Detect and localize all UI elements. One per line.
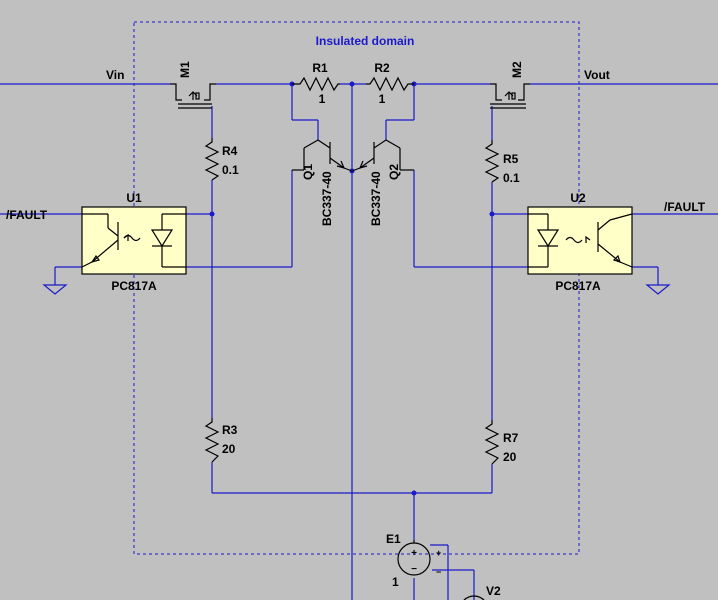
voltage-source-e1: + − + − E1 1 xyxy=(386,532,441,589)
v2-ref: V2 xyxy=(486,584,501,598)
r2-value: 1 xyxy=(379,92,386,106)
ground-left xyxy=(42,284,68,295)
svg-text:+: + xyxy=(436,548,441,558)
wires xyxy=(0,83,718,600)
r5-ref: R5 xyxy=(503,152,519,166)
mosfet-m1: M1 xyxy=(170,61,216,109)
q2-part: BC337-40 xyxy=(369,171,383,226)
resistor-r2: R2 1 xyxy=(366,61,414,106)
e1-ref: E1 xyxy=(386,532,401,546)
m2-ref: M2 xyxy=(510,61,524,78)
r7-ref: R7 xyxy=(503,431,519,445)
r4-ref: R4 xyxy=(222,144,238,158)
m1-ref: M1 xyxy=(178,61,192,78)
svg-text:−: − xyxy=(411,564,417,575)
u1-part: PC817A xyxy=(111,279,157,293)
insulated-domain-label: Insulated domain xyxy=(316,34,415,48)
r1-ref: R1 xyxy=(312,61,328,75)
resistor-r7: R7 20 xyxy=(484,420,519,465)
voltage-source-v2: V2 xyxy=(463,584,501,600)
u2-part: PC817A xyxy=(555,279,601,293)
resistor-r1: R1 1 xyxy=(292,61,340,106)
u1-ref: U1 xyxy=(126,191,142,205)
resistor-r4: R4 0.1 xyxy=(204,138,239,181)
svg-text:−: − xyxy=(436,567,441,577)
optocoupler-u2: U2 PC817A xyxy=(527,191,633,293)
r1-value: 1 xyxy=(319,92,326,106)
transistor-q1: Q1 BC337-40 xyxy=(292,139,353,226)
net-fault-left: /FAULT xyxy=(6,208,48,222)
q2-ref: Q2 xyxy=(387,164,401,180)
q1-part: BC337-40 xyxy=(320,171,334,226)
r4-value: 0.1 xyxy=(222,163,239,177)
r3-ref: R3 xyxy=(222,423,238,437)
r7-value: 20 xyxy=(503,450,517,464)
junction-dots xyxy=(209,81,495,496)
u2-ref: U2 xyxy=(570,191,586,205)
net-vin: Vin xyxy=(106,68,124,82)
resistor-r5: R5 0.1 xyxy=(484,140,520,185)
r5-value: 0.1 xyxy=(503,171,520,185)
optocoupler-u1: U1 PC817A xyxy=(81,191,187,293)
resistor-r3: R3 20 xyxy=(204,418,238,463)
q1-ref: Q1 xyxy=(301,164,315,180)
r2-ref: R2 xyxy=(374,61,390,75)
ground-right xyxy=(645,284,671,295)
svg-text:+: + xyxy=(411,548,417,559)
net-vout: Vout xyxy=(584,68,610,82)
e1-value: 1 xyxy=(392,575,399,589)
insulated-domain-box xyxy=(133,21,580,555)
transistor-q2: Q2 BC337-40 xyxy=(351,139,414,226)
net-fault-right: /FAULT xyxy=(664,200,706,214)
r3-value: 20 xyxy=(222,442,236,456)
mosfet-m2: M2 xyxy=(490,61,530,109)
